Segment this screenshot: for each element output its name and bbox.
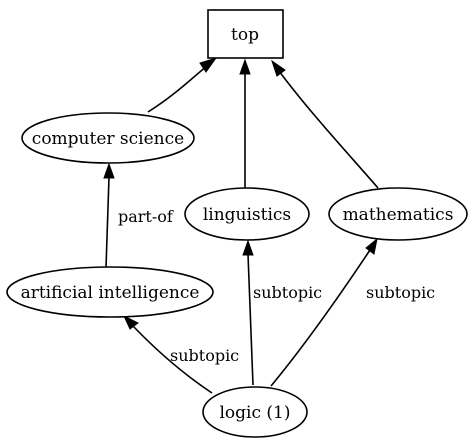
node-label-logic: logic (1) [220, 403, 291, 423]
edge-line [270, 249, 371, 387]
edge-label-subtopic-linguistics: subtopic [253, 283, 322, 302]
node-box [207, 9, 284, 59]
node-top[interactable]: top [207, 9, 284, 59]
node-label-artificial-intelligence: artificial intelligence [21, 283, 200, 303]
arrowhead [271, 59, 286, 77]
edge-line [105, 176, 110, 269]
node-artificial-intelligence[interactable]: artificial intelligence [6, 266, 214, 318]
node-label-linguistics: linguistics [203, 205, 291, 225]
node-ellipse [184, 187, 310, 241]
node-label-mathematics: mathematics [343, 205, 454, 225]
edge-linguistics-to-top [239, 58, 251, 188]
node-computer-science[interactable]: computer science [21, 112, 195, 164]
arrowhead [103, 162, 115, 179]
node-label-top: top [231, 25, 259, 45]
node-logic[interactable]: logic (1) [202, 386, 308, 438]
node-ellipse [21, 112, 195, 164]
edge-logic-to-mathematics [270, 237, 378, 387]
arrowhead [239, 58, 251, 75]
edge-line [278, 70, 379, 189]
node-ellipse [328, 187, 468, 241]
edge-logic-to-linguistics [242, 239, 254, 386]
edge-line [132, 325, 213, 394]
node-ellipse [6, 266, 214, 318]
arrowhead [122, 314, 139, 330]
node-linguistics[interactable]: linguistics [184, 187, 310, 241]
edge-mathematics-to-top [271, 59, 379, 189]
edge-ai-to-computer-science [103, 162, 115, 269]
arrowhead [242, 239, 254, 256]
arrowhead [199, 57, 218, 73]
edge-label-subtopic-ai: subtopic [170, 346, 239, 365]
node-ellipse [202, 386, 308, 438]
edge-label-part-of: part-of [118, 207, 174, 226]
node-mathematics[interactable]: mathematics [328, 187, 468, 241]
edge-computer-science-to-top [147, 57, 218, 113]
edge-line [147, 65, 208, 113]
node-label-computer-science: computer science [32, 129, 184, 149]
edge-line [247, 253, 254, 386]
arrowhead [365, 237, 378, 255]
edge-label-subtopic-mathematics: subtopic [366, 283, 435, 302]
edge-logic-to-ai [122, 314, 213, 394]
